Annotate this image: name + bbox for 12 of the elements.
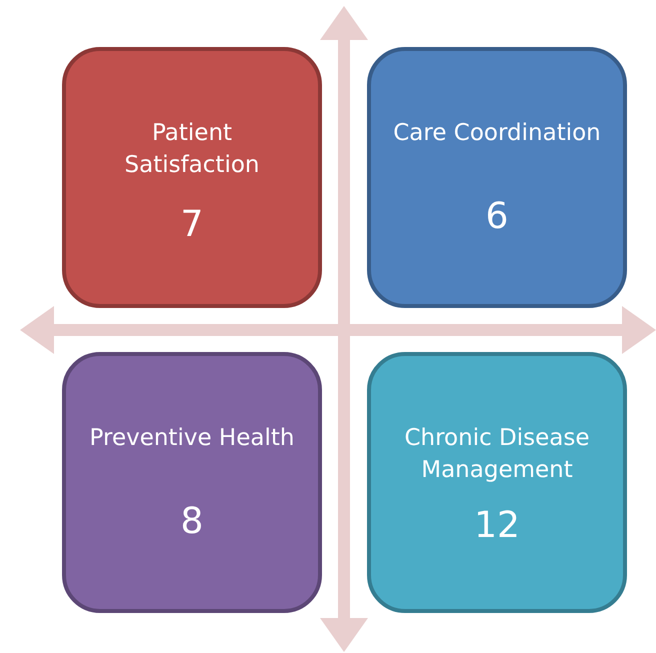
count-value: 6 bbox=[484, 197, 510, 237]
count-value: 12 bbox=[473, 506, 521, 546]
quadrant-box bbox=[367, 47, 627, 308]
quadrant-box bbox=[367, 352, 627, 613]
quadrant-box bbox=[62, 47, 322, 308]
quadrant-title: Chronic Disease Management bbox=[403, 424, 591, 485]
count-value: 7 bbox=[180, 205, 204, 245]
quadrant-title: Preventive Health bbox=[88, 424, 296, 453]
quadrant-box bbox=[62, 352, 322, 613]
count-value: 8 bbox=[180, 502, 204, 542]
quadrant-title: Patient Satisfaction bbox=[124, 119, 260, 180]
quadrant-title: Care Coordination bbox=[392, 119, 602, 148]
